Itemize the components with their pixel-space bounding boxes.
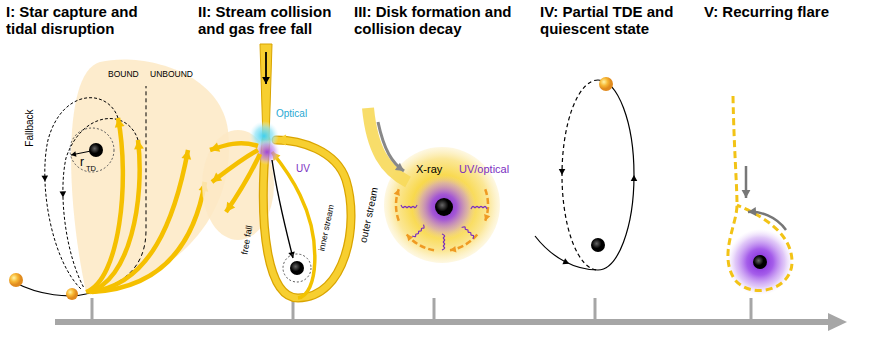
process-label: Fallback bbox=[24, 109, 36, 146]
emission-squiggle bbox=[471, 206, 487, 209]
emission-squiggle bbox=[412, 225, 424, 237]
ejecta-arrow bbox=[212, 150, 258, 182]
arrowhead bbox=[41, 175, 48, 181]
disk-flow-arrowhead bbox=[407, 235, 413, 242]
timeline-tick bbox=[594, 298, 597, 322]
timeline-arrowhead bbox=[828, 313, 847, 331]
black-hole bbox=[591, 238, 605, 252]
debris-stream-arrow bbox=[90, 150, 188, 292]
ejecta-arrowhead bbox=[226, 202, 235, 212]
arrowhead bbox=[60, 191, 67, 197]
arrowhead bbox=[562, 258, 569, 264]
arrowhead bbox=[395, 163, 404, 171]
emission-squiggle bbox=[442, 234, 445, 250]
arrowhead bbox=[631, 175, 638, 181]
panel-heading: V: Recurring flare bbox=[704, 3, 829, 20]
tidal-radius-circle bbox=[283, 254, 311, 282]
region-label: BOUND bbox=[108, 70, 139, 80]
panel-heading: I: Star capture and tidal disruption bbox=[6, 3, 156, 38]
ejecta-arrowhead bbox=[210, 142, 220, 151]
band-label: UV/optical bbox=[459, 163, 509, 176]
black-hole bbox=[89, 143, 103, 157]
region-label: UNBOUND bbox=[150, 70, 193, 80]
feeding-arrow bbox=[378, 122, 404, 171]
star bbox=[66, 288, 78, 300]
free-fall-arrow bbox=[272, 160, 293, 258]
debris-stream-arrow bbox=[88, 140, 140, 292]
stream-label: outer stream bbox=[358, 186, 381, 243]
fallback-orbit bbox=[45, 98, 118, 290]
stream-label: inner stream bbox=[317, 204, 336, 252]
arrowhead bbox=[262, 77, 270, 84]
debris-arrowhead bbox=[134, 140, 144, 149]
outer-stream bbox=[263, 140, 351, 298]
debris-arrowhead bbox=[115, 118, 125, 128]
bound-unbound-divider bbox=[86, 86, 146, 294]
arrowhead bbox=[559, 169, 566, 175]
timeline-axis bbox=[55, 319, 830, 325]
arrowhead bbox=[748, 207, 756, 216]
radius-subscript: TD bbox=[86, 165, 96, 174]
disk-flow-arrowhead bbox=[450, 246, 457, 252]
black-hole bbox=[435, 198, 453, 216]
ejecta-arrow bbox=[226, 154, 260, 212]
panel-heading: II: Stream collision and gas free fall bbox=[198, 3, 346, 38]
arrowhead bbox=[742, 190, 751, 198]
star bbox=[599, 77, 613, 91]
panel-heading: IV: Partial TDE and quiescent state bbox=[540, 3, 692, 38]
arrowhead bbox=[71, 151, 76, 156]
radius-symbol: r bbox=[80, 156, 84, 170]
fallback-orbit bbox=[63, 119, 138, 288]
panel-heading: III: Disk formation and collision decay bbox=[354, 3, 526, 38]
band-label: Optical bbox=[276, 108, 307, 120]
disk-flow-arrowhead bbox=[484, 214, 490, 221]
band-label: UV bbox=[296, 163, 310, 175]
emission-squiggle bbox=[462, 227, 474, 239]
outer-stream bbox=[263, 140, 351, 298]
inner-stream bbox=[272, 152, 315, 298]
band-label: X-ray bbox=[416, 163, 442, 176]
timeline-tick bbox=[91, 298, 94, 322]
emission-squiggle bbox=[401, 205, 417, 208]
timeline-tick bbox=[433, 298, 436, 322]
drawing bbox=[9, 44, 847, 331]
disk-flow-arrowhead bbox=[394, 189, 400, 196]
debris-stream-arrow bbox=[92, 182, 205, 292]
xray-glow bbox=[412, 175, 476, 239]
disk-flow-arc bbox=[407, 235, 434, 251]
recurring-stream bbox=[728, 96, 792, 290]
feeding-stream bbox=[368, 108, 408, 182]
timeline-tick bbox=[750, 298, 753, 322]
debris-arrowhead bbox=[181, 150, 191, 160]
black-hole bbox=[753, 255, 767, 269]
star-orbit bbox=[535, 236, 598, 270]
star bbox=[9, 273, 23, 287]
ejecta-arrowhead bbox=[212, 173, 222, 182]
black-hole bbox=[290, 261, 304, 275]
